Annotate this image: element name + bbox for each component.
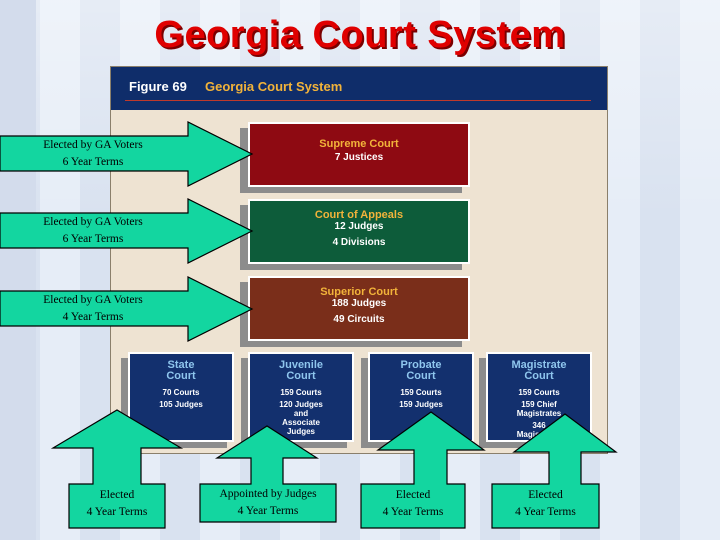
supreme-court-box: Supreme Court 7 Justices (248, 122, 470, 187)
supreme-court-name: Supreme Court (319, 138, 399, 150)
probate-court-name-2: Court (406, 370, 436, 382)
court-of-appeals-judges: 12 Judges (334, 221, 384, 232)
court-of-appeals-box: Court of Appeals 12 Judges 4 Divisions (248, 199, 470, 264)
superior-annotation-line-2: 4 Year Terms (62, 311, 124, 323)
state-court-name-2: Court (166, 370, 196, 382)
magistrate-annotation-line-2: 4 Year Terms (515, 506, 576, 518)
superior-annotation-line-1: Elected by GA Voters (43, 294, 143, 306)
appeals-annotation-line-2: 6 Year Terms (62, 233, 124, 245)
magistrate-court-courts: 159 Courts (518, 388, 560, 397)
figure-title: Georgia Court System (205, 79, 343, 94)
juvenile-court-associate: Associate (282, 418, 320, 427)
figure-header-rule (125, 100, 591, 101)
background-stripe (0, 0, 36, 540)
probate-annotation-line-2: 4 Year Terms (382, 506, 444, 518)
juvenile-court-name-1: Juvenile (278, 359, 324, 371)
supreme-court-justices: 7 Justices (334, 152, 384, 163)
superior-court-circuits: 49 Circuits (333, 314, 385, 325)
probate-court-annotation: Elected 4 Year Terms (361, 487, 465, 521)
superior-court-judges: 188 Judges (331, 298, 387, 309)
court-of-appeals-divisions: 4 Divisions (332, 237, 386, 248)
magistrate-annotation-line-1: Elected (528, 489, 563, 501)
state-court-judges: 105 Judges (159, 400, 203, 409)
appeals-court-annotation: Elected by GA Voters 6 Year Terms (0, 214, 186, 248)
superior-court-name: Superior Court (320, 286, 398, 298)
magistrate-court-chief: 159 Chief (521, 400, 557, 409)
appeals-annotation-line-1: Elected by GA Voters (43, 216, 143, 228)
supreme-court-annotation: Elected by GA Voters 6 Year Terms (0, 137, 186, 171)
up-arrow-state (50, 409, 184, 529)
right-arrow-supreme (0, 121, 254, 187)
juvenile-court-annotation: Appointed by Judges 4 Year Terms (200, 486, 336, 520)
probate-annotation-line-1: Elected (395, 489, 431, 501)
court-of-appeals-name: Court of Appeals (314, 209, 404, 221)
juvenile-court-and: and (293, 409, 309, 418)
probate-court-judges: 159 Judges (399, 400, 443, 409)
right-arrow-superior (0, 276, 254, 342)
juvenile-annotation-line-1: Appointed by Judges (219, 488, 317, 500)
juvenile-court-courts: 159 Courts (280, 388, 322, 397)
supreme-annotation-line-1: Elected by GA Voters (43, 139, 143, 151)
state-court-annotation: Elected 4 Year Terms (65, 487, 169, 521)
figure-number: Figure 69 (129, 79, 187, 94)
magistrate-court-name-2: Court (524, 370, 554, 382)
probate-court-courts: 159 Courts (400, 388, 442, 397)
state-annotation-line-2: 4 Year Terms (86, 506, 148, 518)
superior-court-box: Superior Court 188 Judges 49 Circuits (248, 276, 470, 341)
probate-court-name-1: Probate (400, 359, 442, 371)
slide-title: Georgia Court System (154, 14, 566, 56)
juvenile-court-associate-judges: Judges (286, 427, 315, 436)
right-arrow-appeals (0, 198, 254, 264)
up-arrow-juvenile (199, 425, 337, 523)
up-arrow-magistrate (491, 413, 618, 529)
up-arrow-probate (360, 411, 486, 529)
state-court-name-1: State (167, 359, 195, 371)
juvenile-court-name-2: Court (286, 370, 316, 382)
magistrate-court-count: 346 (532, 421, 546, 430)
juvenile-annotation-line-2: 4 Year Terms (237, 505, 299, 517)
juvenile-court-judges: 120 Judges (279, 400, 323, 409)
superior-court-annotation: Elected by GA Voters 4 Year Terms (0, 292, 186, 326)
probate-court-box: Probate Court 159 Courts 159 Judges (368, 352, 474, 442)
magistrate-court-annotation: Elected 4 Year Terms (492, 487, 599, 521)
magistrate-court-magistrates-label: Magistrates (516, 409, 562, 418)
figure-header: Figure 69 Georgia Court System (111, 67, 607, 110)
state-court-courts: 70 Courts (162, 388, 200, 397)
supreme-annotation-line-2: 6 Year Terms (62, 156, 124, 168)
state-annotation-line-1: Elected (99, 489, 135, 501)
magistrate-court-name-1: Magistrate (511, 359, 567, 371)
